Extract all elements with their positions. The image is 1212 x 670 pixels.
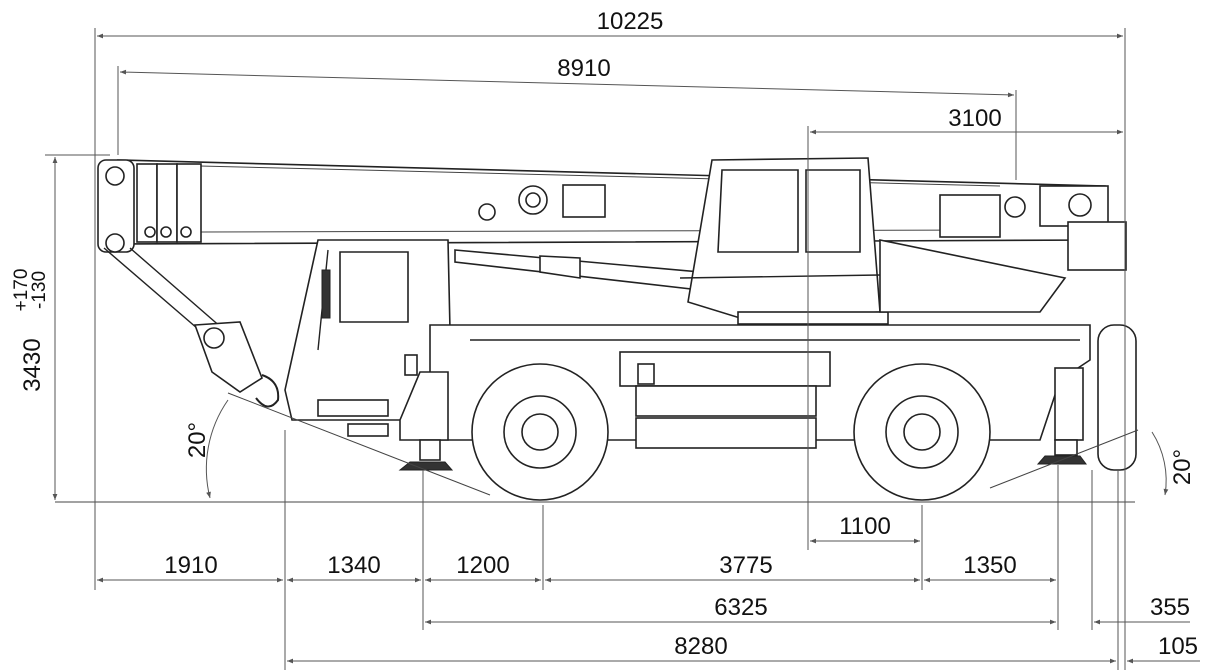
dim-rear-axle-to-outrigger: 1350: [963, 552, 1016, 579]
dim-height: 3430: [19, 338, 46, 391]
dim-rear-b: 105: [1158, 633, 1198, 660]
dim-front-angle: 20°: [184, 422, 211, 458]
dim-rear-overhang-top: 3100: [948, 105, 1001, 132]
dim-front-outrigger-to-axle: 1340: [327, 552, 380, 579]
dim-turntable-offset: 1100: [839, 513, 891, 540]
rear-departure-line: [989, 429, 1139, 489]
crane-illustration: [55, 157, 1139, 503]
dim-height-tolerance-plus: +170: [11, 269, 32, 312]
driver-cab: [284, 239, 453, 437]
hook-block: [103, 247, 280, 408]
dimension-lines: [45, 28, 1200, 670]
front-wheel: [471, 363, 609, 501]
dim-height-tolerance-minus: -130: [29, 271, 50, 309]
boom: [97, 159, 1127, 271]
crane-cab: [679, 157, 1067, 325]
dim-outrigger-base: 6325: [714, 594, 767, 621]
dimension-labels: 10225 8910 3100 3430 +170 -130 20° 20° 1…: [11, 8, 1198, 660]
dim-boom-length: 8910: [557, 55, 610, 82]
rear-wheel: [853, 363, 991, 501]
dim-overall-length: 10225: [597, 8, 664, 35]
front-approach-line: [227, 392, 491, 496]
dim-front-to-axle: 1200: [456, 552, 509, 579]
dim-chassis-length: 8280: [674, 633, 727, 660]
dim-rear-a: 355: [1150, 594, 1190, 621]
dim-rear-angle: 20°: [1169, 449, 1196, 485]
dim-wheelbase: 3775: [719, 552, 772, 579]
luffing-cylinder: [454, 249, 701, 291]
dim-boom-overhang: 1910: [164, 552, 217, 579]
